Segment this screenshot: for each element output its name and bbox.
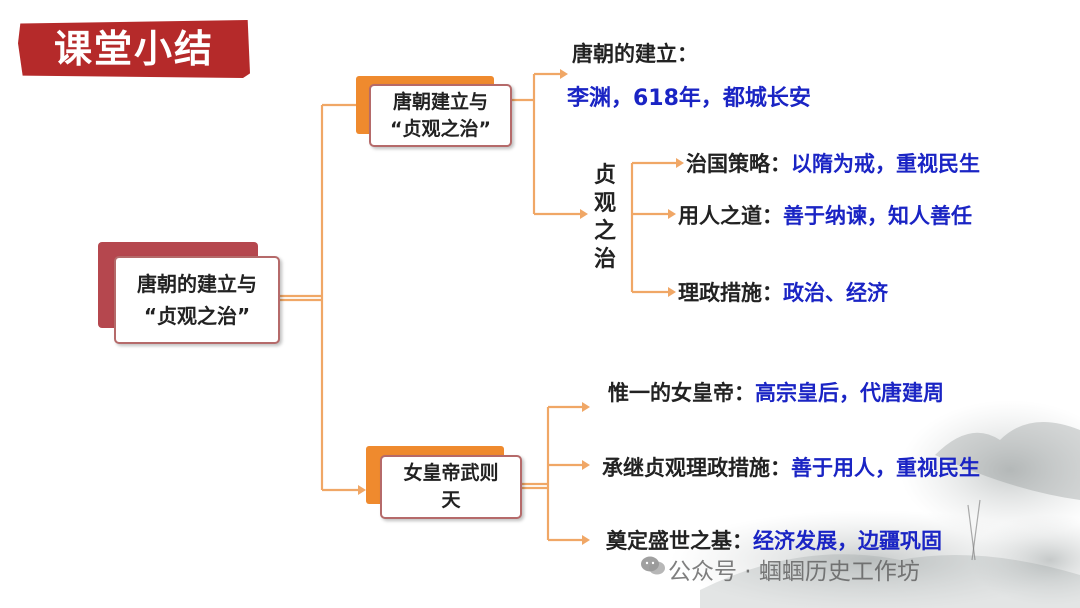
zhenguan-char-2: 观 [593,191,616,216]
wuzetian-item-detail: 善于用人，重视民生 [791,456,980,480]
branch-b-line1: 女皇帝武则 [403,462,499,484]
founding-label: 唐朝的建立： [572,42,698,66]
page-title: 课堂小结 [53,27,214,71]
branch-b-line2: 天 [441,489,461,511]
watermark-text: 公众号 · 蝈蝈历史工作坊 [668,559,920,585]
wuzetian-item-empress: 惟一的女皇帝：高宗皇后，代唐建周 [608,377,944,407]
wuzetian-item-foundation: 奠定盛世之基：经济发展，边疆巩固 [606,525,942,555]
zhenguan-item-detail: 政治、经济 [783,281,888,305]
root-node-line2: “贞观之治” [143,304,251,328]
zhenguan-item-strategy: 治国策略：以隋为戒，重视民生 [686,148,980,178]
zhenguan-item-measures: 理政措施：政治、经济 [678,277,888,307]
zhenguan-char-1: 贞 [593,163,616,188]
zhenguan-item-detail: 以隋为戒，重视民生 [791,152,980,176]
wuzetian-item-label: 惟一的女皇帝： [608,381,755,405]
zhenguan-item-detail: 善于纳谏，知人善任 [783,204,972,228]
zhenguan-vertical-label: 贞 观 之 治 [590,162,620,274]
branch-a-line1: 唐朝建立与 [392,90,488,113]
wechat-icon [641,556,665,575]
root-node: 唐朝的建立与 “贞观之治” [114,256,280,344]
title-banner [18,20,250,78]
founding-detail: 李渊，618年，都城长安 [567,86,811,111]
root-node-line1: 唐朝的建立与 [137,272,257,296]
wuzetian-item-label: 奠定盛世之基： [606,529,753,553]
zhenguan-item-label: 治国策略： [686,152,791,176]
branch-a-line2: “贞观之治” [390,117,491,140]
zhenguan-char-4: 治 [593,247,616,272]
wuzetian-item-detail: 高宗皇后，代唐建周 [755,381,944,405]
branch-node-founding: 唐朝建立与 “贞观之治” [369,84,512,147]
zhenguan-item-label: 理政措施： [678,281,783,305]
branch-node-wuzetian: 女皇帝武则 天 [380,455,522,519]
zhenguan-item-talent: 用人之道：善于纳谏，知人善任 [678,200,972,230]
zhenguan-char-3: 之 [593,219,616,244]
wuzetian-item-continuation: 承继贞观理政措施：善于用人，重视民生 [602,452,980,482]
wuzetian-item-detail: 经济发展，边疆巩固 [753,529,942,553]
wuzetian-item-label: 承继贞观理政措施： [602,456,791,480]
zhenguan-item-label: 用人之道： [678,204,783,228]
